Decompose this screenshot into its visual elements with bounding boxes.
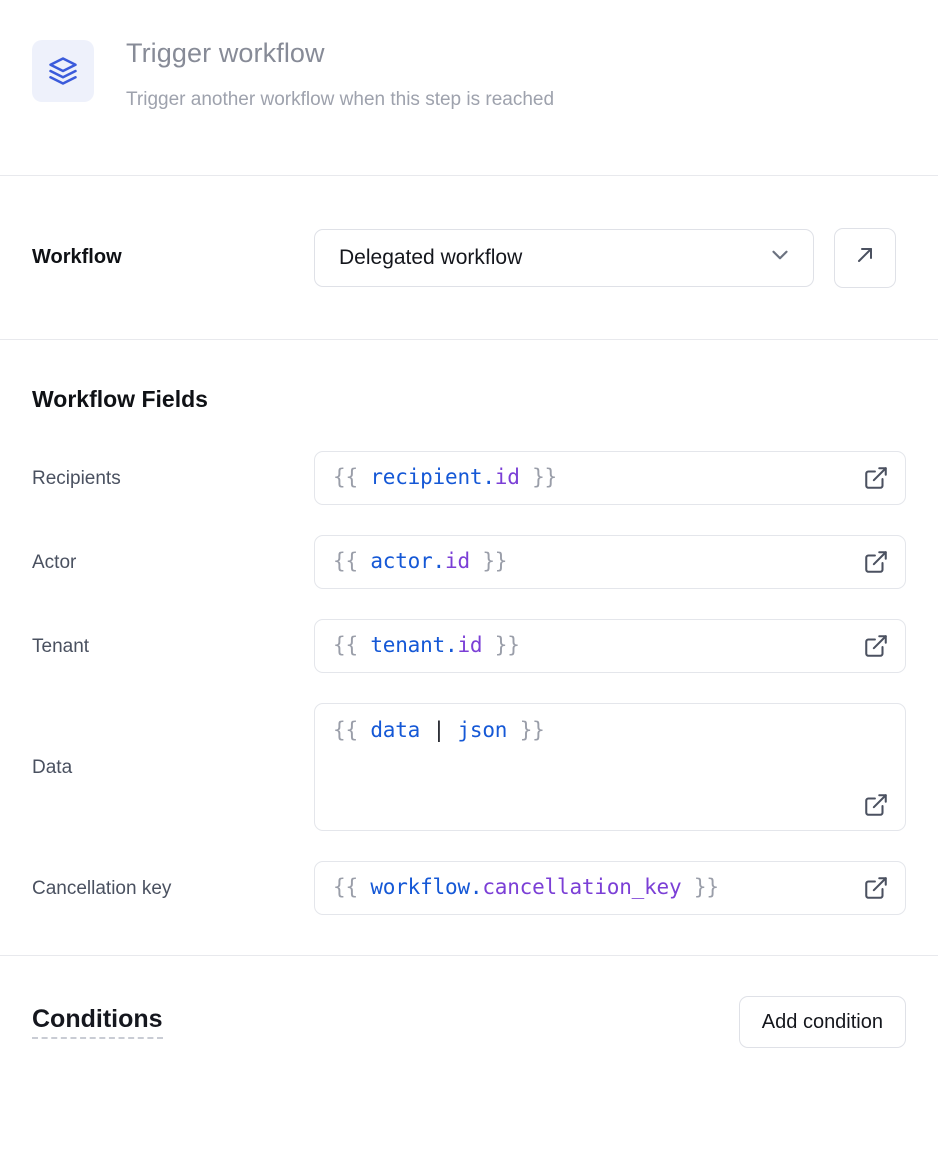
field-row: Data {{ data | json }} [0,703,938,831]
field-label: Data [32,757,73,778]
field-row: Recipients {{ recipient.id }} [0,451,938,505]
external-link-icon[interactable] [863,549,889,575]
liquid-expression-value: {{ workflow.cancellation_key }} [333,875,719,900]
workflow-select[interactable]: Delegated workflow [314,228,814,287]
workflow-select-group: Delegated workflow [314,227,906,288]
layers-icon [32,40,94,102]
liquid-expression-input[interactable]: {{ tenant.id }} [314,619,906,673]
field-label: Tenant [32,636,90,657]
chevron-down-icon [767,242,793,273]
external-link-icon[interactable] [863,633,889,659]
field-row: Tenant {{ tenant.id }} [0,619,938,673]
external-link-icon[interactable] [863,875,889,901]
workflow-section: Workflow Delegated workflow [0,176,938,340]
external-link-icon[interactable] [863,465,889,491]
workflow-selected-value: Delegated workflow [339,245,523,269]
field-label: Actor [32,552,77,573]
liquid-expression-input[interactable]: {{ actor.id }} [314,535,906,589]
conditions-section: Conditions Add condition [0,956,938,1048]
field-row: Actor {{ actor.id }} [0,535,938,589]
field-label: Recipients [32,468,121,489]
liquid-expression-value: {{ actor.id }} [333,549,508,574]
arrow-up-right-icon [853,243,877,272]
workflow-row: Workflow Delegated workflow [0,176,938,339]
page-subtitle: Trigger another workflow when this step … [126,89,555,111]
liquid-expression-input[interactable]: {{ workflow.cancellation_key }} [314,861,906,915]
workflow-fields-title: Workflow Fields [32,386,208,412]
field-row: Cancellation key {{ workflow.cancellation… [0,861,938,915]
field-label: Cancellation key [32,878,172,899]
liquid-expression-value: {{ recipient.id }} [333,465,558,490]
workflow-label: Workflow [32,246,122,268]
liquid-expression-value: {{ tenant.id }} [333,633,520,658]
open-workflow-button[interactable] [834,227,896,288]
header-text-group: Trigger workflow Trigger another workflo… [126,32,554,113]
liquid-expression-value: {{ data | json }} [333,718,545,742]
conditions-title: Conditions [32,1005,163,1040]
workflow-fields-list: Recipients {{ recipient.id }} Actor {{ act… [0,451,938,915]
external-link-icon[interactable] [863,792,889,818]
workflow-fields-section: Workflow Fields Recipients {{ recipient.i… [0,340,938,956]
liquid-expression-input[interactable]: {{ data | json }} [314,703,906,831]
page-title: Trigger workflow [126,38,325,68]
panel-header: Trigger workflow Trigger another workflo… [0,0,938,176]
add-condition-button[interactable]: Add condition [738,996,906,1048]
liquid-expression-input[interactable]: {{ recipient.id }} [314,451,906,505]
